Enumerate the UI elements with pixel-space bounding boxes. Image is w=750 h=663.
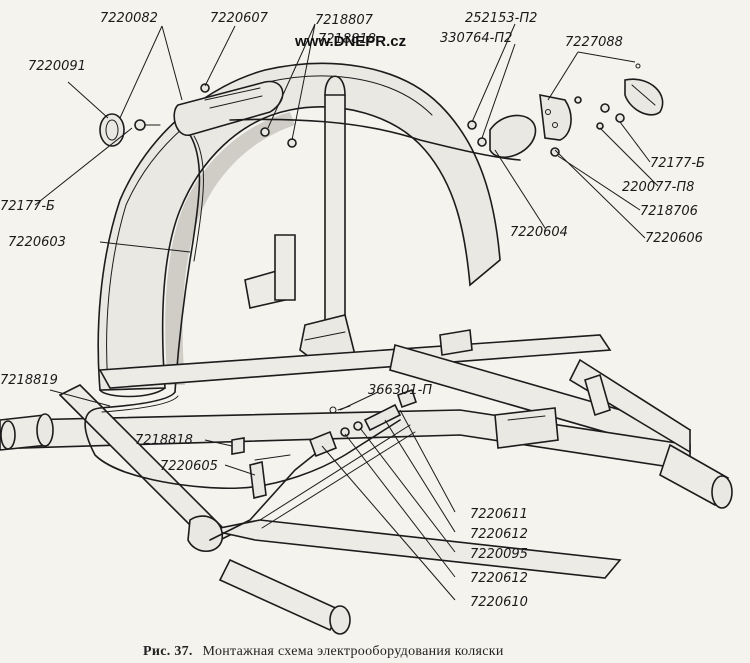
label-7220611: 7220611: [470, 507, 528, 522]
label-7227088: 7227088: [565, 35, 623, 50]
frame-wire: [84, 391, 416, 541]
label-252153-p2: 252153-П2: [465, 11, 537, 26]
label-7220605: 7220605: [160, 459, 218, 474]
chassis-frame: [0, 329, 733, 635]
label-7218706: 7218706: [640, 204, 698, 219]
label-366301-p: 366301-П: [368, 383, 432, 398]
label-72177b-right: 72177-Б: [650, 156, 705, 171]
watermark: www.DNEPR.cz: [294, 33, 406, 50]
label-7220612-a: 7220612: [470, 527, 528, 542]
label-7220091: 7220091: [28, 59, 86, 74]
label-7218807: 7218807: [315, 13, 374, 28]
caption-text: Монтажная схема электрооборудования коля…: [203, 644, 504, 659]
caption-figure-number: Рис. 37.: [143, 644, 193, 659]
label-7220603: 7220603: [8, 235, 66, 250]
part-labels: 7220082 7220607 7218807 7218818 252153-П…: [0, 11, 705, 610]
label-7218819: 7218819: [0, 373, 58, 388]
figure-caption: Рис. 37. Монтажная схема электрооборудов…: [143, 644, 504, 659]
lamp-ring: [99, 113, 161, 147]
label-7220612-b: 7220612: [470, 571, 528, 586]
lamp-housing: [173, 80, 284, 136]
label-72177b-left: 72177-Б: [0, 199, 55, 214]
leader-lines: [34, 23, 659, 601]
label-7220606: 7220606: [645, 231, 703, 246]
label-7220095: 7220095: [470, 547, 528, 562]
fender-wire: [174, 118, 521, 393]
rear-lamp: [489, 63, 664, 159]
label-330764-p2: 330764-П2: [440, 31, 512, 46]
label-7220082: 7220082: [100, 11, 158, 26]
label-7220604: 7220604: [510, 225, 568, 240]
label-7220607: 7220607: [210, 11, 269, 26]
label-7220610: 7220610: [470, 595, 528, 610]
label-7218818: 7218818: [135, 433, 193, 448]
label-7218818-top: 7218818: [318, 32, 376, 47]
connector-parts: [231, 388, 418, 499]
seat-stay: [324, 75, 346, 321]
label-220077-p8: 220077-П8: [622, 180, 694, 195]
